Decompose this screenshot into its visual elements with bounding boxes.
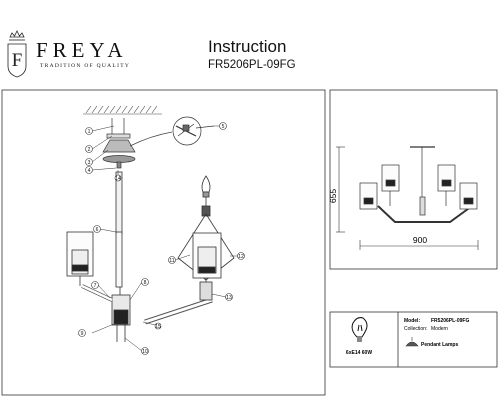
collection-label: Collection: [404, 326, 427, 332]
callout-12: 12 [238, 254, 244, 260]
callout-1: 1 [88, 129, 91, 135]
left-glass-shade [66, 231, 94, 286]
callout-14: 14 [115, 176, 121, 182]
callout-7: 7 [94, 283, 97, 289]
brand-name: FREYA [36, 38, 128, 62]
callout-5: 5 [222, 124, 225, 130]
model-label: Model: [404, 318, 420, 324]
brand-tagline: TRADITION OF QUALITY [40, 63, 131, 69]
dimension-frame [329, 89, 498, 270]
width-dimension: 900 [413, 235, 427, 245]
callout-13: 13 [226, 295, 232, 301]
callout-4: 4 [88, 168, 91, 174]
callout-3: 3 [88, 160, 91, 166]
callout-8: 8 [144, 280, 147, 286]
callout-6: 6 [96, 227, 99, 233]
model-value: FR5206PL-09FG [431, 318, 469, 324]
dimension-lines [336, 146, 479, 250]
canopy-assembly [102, 118, 173, 169]
callout-leaders [91, 125, 238, 352]
pendant-lamp-icon [405, 337, 419, 347]
chandelier-front-view [359, 146, 478, 223]
wiring-detail [172, 116, 215, 146]
bulb-and-cage [177, 175, 235, 281]
callout-15: 15 [155, 324, 161, 330]
callout-markers [78, 122, 245, 355]
rod-and-arm-right [144, 275, 213, 325]
callout-10: 10 [142, 349, 148, 355]
lamp-type: Pendant Lamps [421, 342, 458, 348]
callout-9: 9 [81, 331, 84, 337]
page-title: Instruction [208, 37, 287, 56]
spec-frame [329, 311, 498, 368]
model-code-heading: FR5206PL-09FG [208, 59, 296, 71]
height-dimension: 655 [328, 189, 338, 203]
callout-11: 11 [169, 258, 174, 264]
assembly-frame [1, 89, 326, 396]
rod-and-arm-left [81, 171, 131, 342]
callout-2: 2 [88, 147, 91, 153]
bulb-spec: 6xE14 60W [346, 350, 372, 356]
lightbulb-icon [351, 317, 368, 342]
ceiling-hatch [83, 105, 162, 115]
collection-value: Modern [431, 326, 448, 332]
